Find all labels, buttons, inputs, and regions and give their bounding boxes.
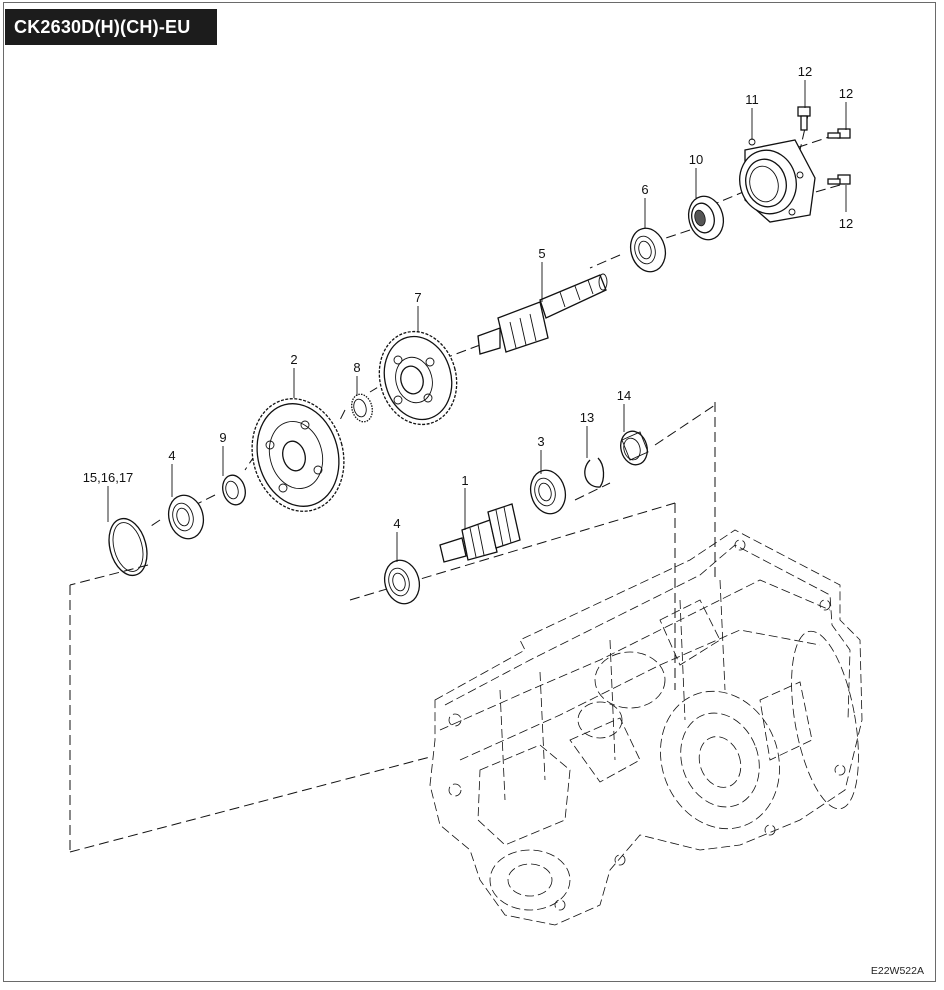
callout-3: 3: [537, 434, 544, 449]
needle-bearing-8: [351, 393, 373, 423]
callout-7: 7: [414, 290, 421, 305]
callout-9: 9: [219, 430, 226, 445]
diagram-frame: [3, 2, 936, 982]
callout-12-middle: 12: [839, 86, 853, 101]
collar-14: [620, 430, 649, 466]
collar-9: [222, 474, 246, 506]
snap-ring-15-16-17: [108, 517, 148, 577]
callout-2: 2: [290, 352, 297, 367]
drawing-code: E22W522A: [870, 965, 924, 977]
shaft-5: [477, 273, 608, 355]
model-title: CK2630D(H)(CH)-EU: [5, 9, 217, 45]
callout-10: 10: [689, 152, 703, 167]
callout-11: 11: [745, 92, 759, 107]
callout-14: 14: [617, 388, 631, 403]
bearing-4-left: [167, 494, 205, 540]
bolt-12-top: [797, 106, 811, 131]
callout-15-16-17: 15,16,17: [83, 470, 134, 485]
bearing-4-lower: [383, 559, 421, 605]
transmission-case: [429, 529, 863, 926]
circlip-13: [584, 457, 605, 488]
callout-12-bottom: 12: [839, 216, 853, 231]
gear-2: [251, 398, 345, 512]
callout-4-lower: 4: [393, 516, 400, 531]
pinion-shaft-1: [439, 503, 521, 563]
callout-4-left: 4: [168, 448, 175, 463]
bolt-12-middle: [827, 128, 851, 139]
bearing-3: [529, 469, 567, 515]
callout-5: 5: [538, 246, 545, 261]
bearing-6: [629, 227, 667, 273]
bearing-case-11: [739, 138, 816, 223]
callout-8: 8: [353, 360, 360, 375]
bolt-12-bottom: [827, 174, 851, 185]
callout-1: 1: [461, 473, 468, 488]
callout-12-top: 12: [798, 64, 812, 79]
callout-13: 13: [580, 410, 594, 425]
oil-seal-10: [687, 195, 725, 241]
assembly-guide-lines: [69, 114, 851, 853]
callout-6: 6: [641, 182, 648, 197]
callout-labels: 1 2 3 4 4 5 6 7 8 9 10 11 12 12 12 13 14…: [83, 64, 854, 531]
gear-7: [378, 330, 458, 426]
leader-lines: [107, 80, 847, 562]
